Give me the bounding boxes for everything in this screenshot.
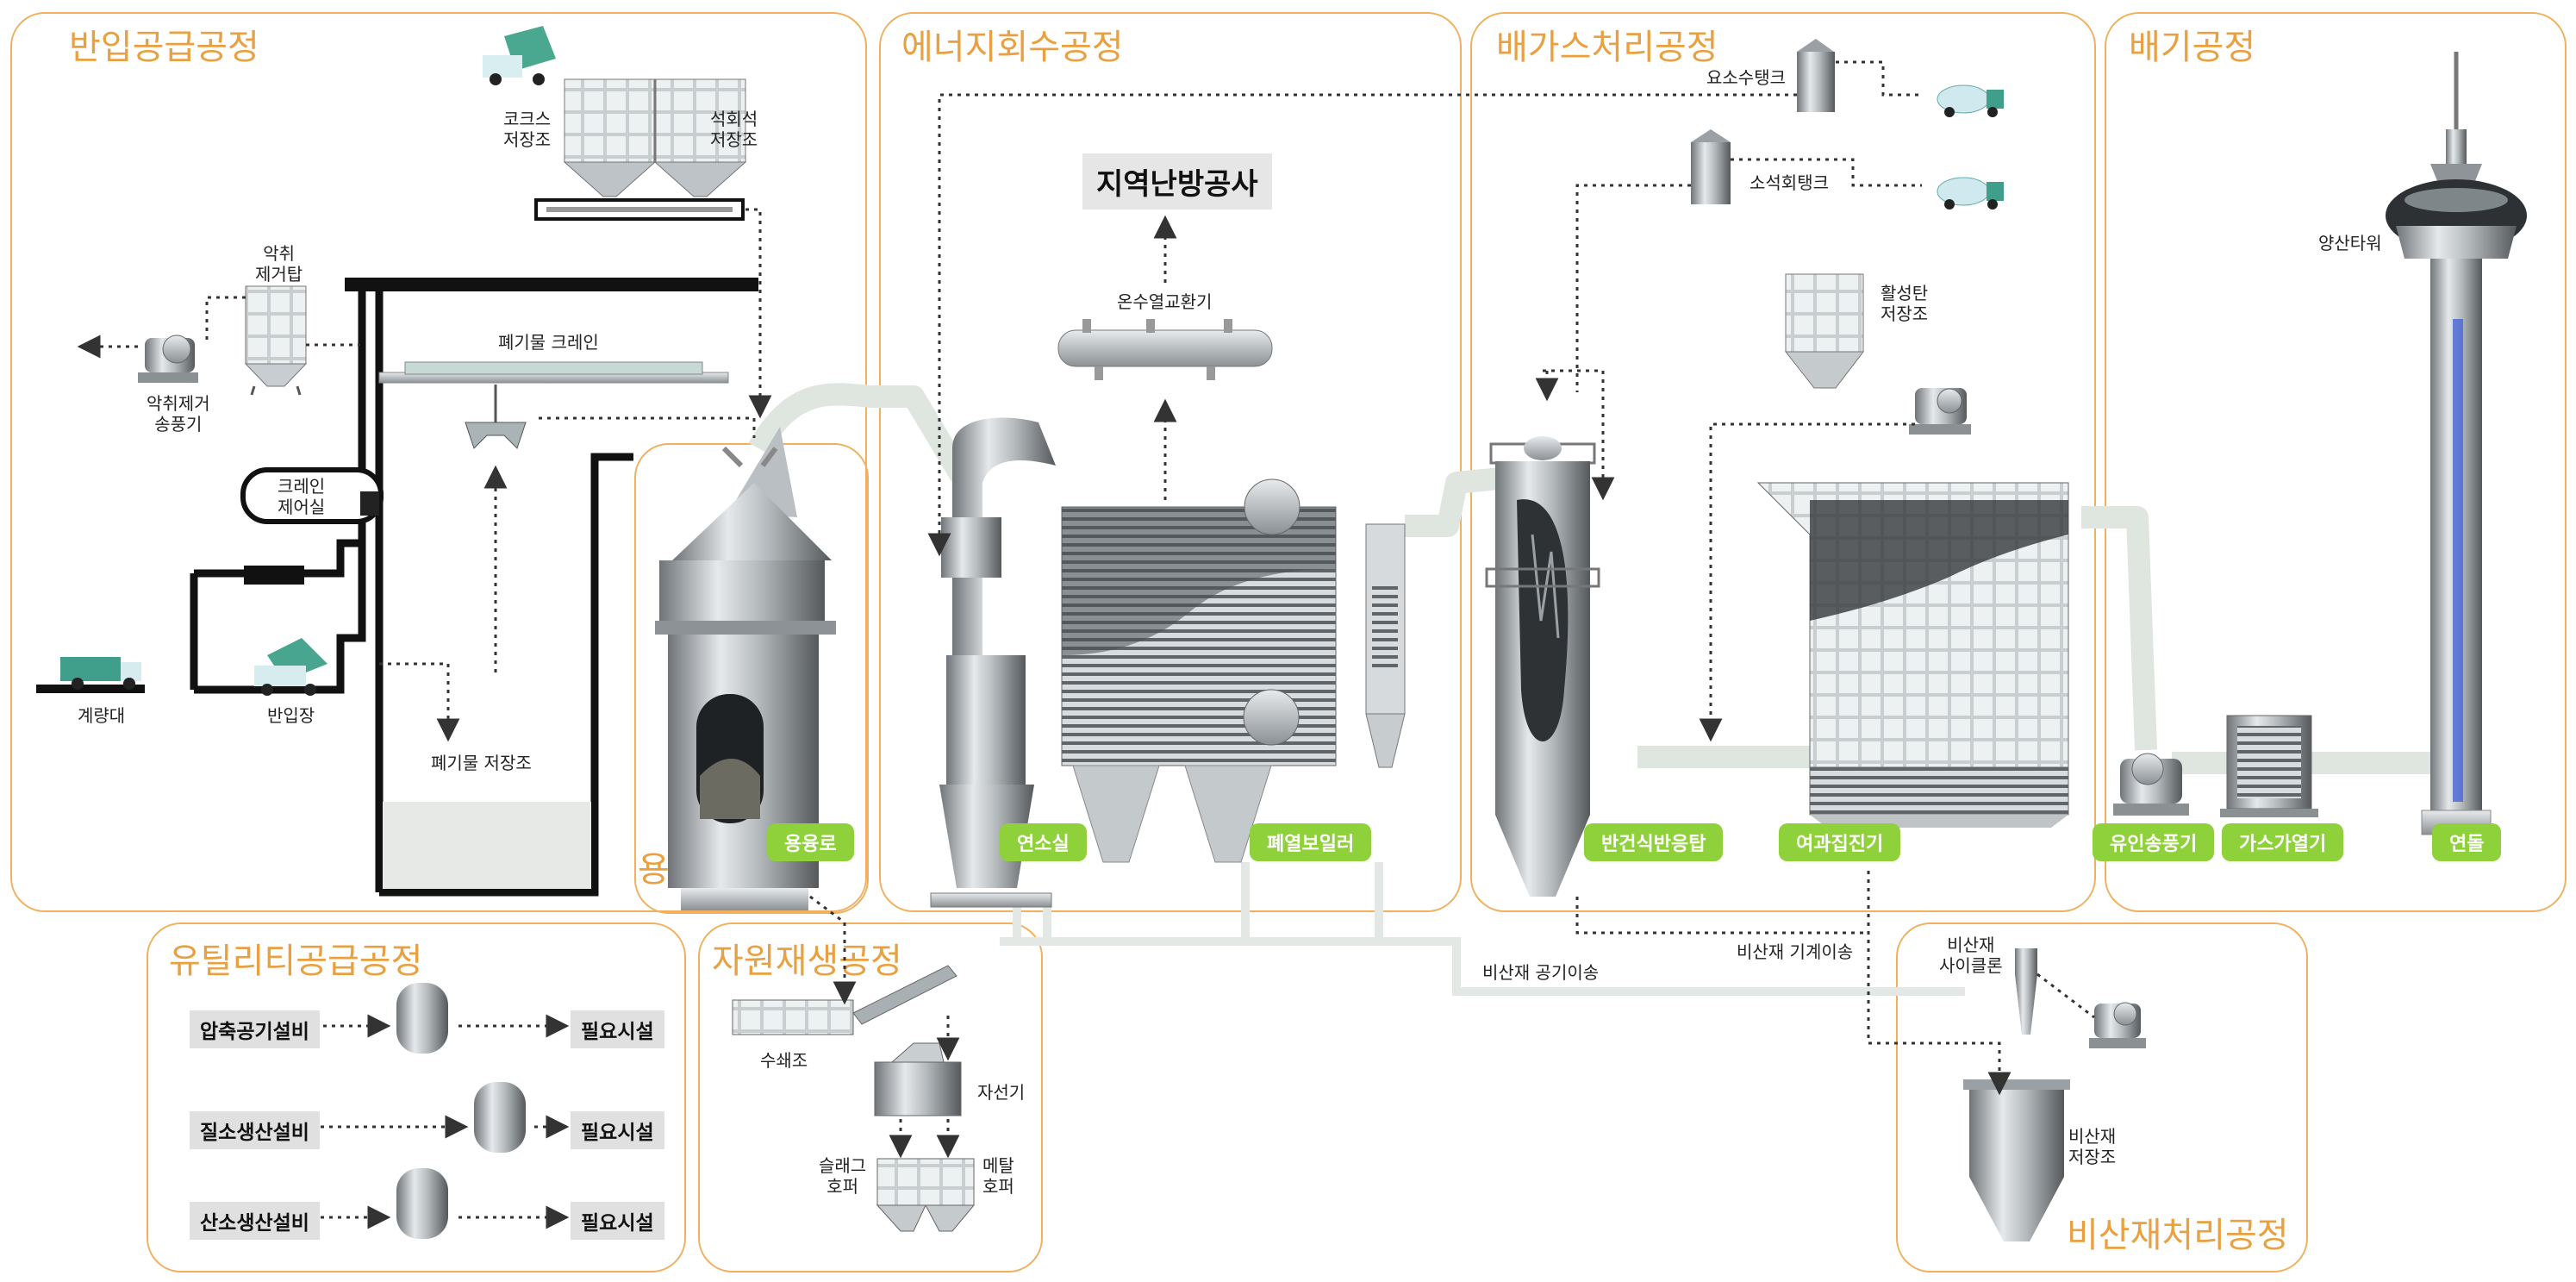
utility-source-air: 압축공기설비 <box>190 1010 320 1048</box>
deodorizer-blower <box>138 335 198 383</box>
utility-tank-oxygen <box>396 1168 448 1239</box>
region-exhaust <box>2105 12 2567 912</box>
pill-waste-heat-boiler: 폐열보일러 <box>1250 823 1372 861</box>
utility-source-oxygen: 산소생산설비 <box>190 1202 320 1240</box>
utility-header-pipe <box>1000 862 1965 996</box>
pill-stack: 연돌 <box>2432 823 2502 861</box>
pill-semi-dry-reactor: 반건식반응탑 <box>1584 823 1724 861</box>
carbon-feeder-blower <box>1909 388 1971 435</box>
gas-heater <box>2220 715 2318 817</box>
fly-ash-cyclone-label: 비산재 사이클론 <box>1939 935 2003 976</box>
region-title-energy-recovery: 에너지회수공정 <box>901 28 1124 67</box>
district-heating-box: 지역난방공사 <box>1082 153 1272 209</box>
garbage-truck <box>60 657 141 690</box>
region-utility <box>147 922 686 1273</box>
waste-pit-label: 폐기물 저장조 <box>431 753 532 773</box>
receiving-label: 반입장 <box>267 705 315 726</box>
fly-ash-blower <box>2089 1002 2146 1048</box>
fly-ash-mech-label: 비산재 기계이송 <box>1737 941 1854 962</box>
metal-hopper-label: 메탈 호퍼 <box>982 1155 1014 1197</box>
utility-tank-nitrogen <box>474 1082 526 1153</box>
crane-control-room <box>240 467 384 524</box>
pill-induced-fan: 유인송풍기 <box>2093 823 2215 861</box>
waste-heat-boiler <box>1061 478 1406 863</box>
utility-source-nitrogen: 질소생산설비 <box>190 1111 320 1149</box>
induced-draft-fan <box>2113 753 2189 816</box>
weighbridge-label: 계량대 <box>78 705 126 726</box>
semi-dry-reactor <box>1485 436 1600 897</box>
fly-ash-silo <box>1963 1079 2070 1241</box>
tanker-truck-urea <box>1937 84 2004 117</box>
crane-girder <box>404 361 703 375</box>
fly-ash-cyclone <box>2015 948 2037 1035</box>
activated-carbon-silo <box>1784 273 1865 389</box>
limestone-storage-label: 석회석 저장조 <box>710 109 758 150</box>
bag-filter <box>1756 482 2069 828</box>
hot-water-heat-exchanger <box>1057 319 1273 380</box>
dock-door <box>244 566 304 585</box>
pill-combustion-chamber: 연소실 <box>1000 823 1087 861</box>
yangsan-tower-label: 양산타워 <box>2318 233 2382 253</box>
water-trough-label: 수쇄조 <box>760 1050 808 1071</box>
pill-bag-filter: 여과집진기 <box>1779 823 1901 861</box>
crane-grab <box>465 385 527 449</box>
tanker-truck-lime <box>1937 177 2004 209</box>
water-trough-conveyor <box>732 965 957 1035</box>
region-fly-ash <box>1896 922 2308 1273</box>
magnetic-separator <box>874 1042 962 1116</box>
deodorizer-tower <box>244 285 308 396</box>
coke-limestone-silos <box>534 78 747 221</box>
region-title-utility: 유틸리티공급공정 <box>169 941 423 981</box>
waste-pit-fill <box>383 802 591 889</box>
region-title-input-supply: 반입공급공정 <box>69 28 259 67</box>
dump-truck-coke <box>483 26 556 85</box>
slaked-lime-tank <box>1691 129 1731 204</box>
region-input-supply <box>10 12 867 912</box>
deodorizer-tower-label: 악취 제거탑 <box>255 243 303 285</box>
hot-water-hx-label: 온수열교환기 <box>1117 291 1213 312</box>
region-energy-recovery <box>879 12 1462 912</box>
utility-tank-air <box>396 983 448 1054</box>
region-title-resource-recycling: 자원재생공정 <box>712 941 902 981</box>
flow-arrows <box>77 60 2095 1229</box>
urea-tank <box>1797 39 1835 112</box>
region-title-flue-gas: 배가스처리공정 <box>1496 28 1718 67</box>
urea-tank-label: 요소수탱크 <box>1706 67 1786 88</box>
crane-control-label: 크레인 제어실 <box>278 476 326 517</box>
utility-target-air: 필요시설 <box>571 1010 664 1048</box>
slaked-lime-tank-label: 소석회탱크 <box>1750 172 1829 193</box>
fly-ash-storage-label: 비산재 저장조 <box>2068 1126 2117 1167</box>
dump-truck-receiving <box>254 638 327 696</box>
fly-ash-pneu-label: 비산재 공기이송 <box>1482 962 1600 983</box>
activated-carbon-label: 활성탄 저장조 <box>1881 283 1929 324</box>
waste-crane-label: 폐기물 크레인 <box>498 332 599 353</box>
utility-target-nitrogen: 필요시설 <box>571 1111 664 1149</box>
region-resource-recycling <box>698 922 1043 1273</box>
region-title-exhaust: 배기공정 <box>2129 28 2256 67</box>
region-flue-gas <box>1470 12 2096 912</box>
pill-melting-furnace: 용융로 <box>767 823 854 861</box>
yangsan-tower <box>2386 52 2527 835</box>
coke-storage-label: 코크스 저장조 <box>503 109 552 150</box>
slag-hopper-label: 슬래그 호퍼 <box>819 1155 867 1197</box>
weighbridge-platform <box>36 685 145 693</box>
combustion-chamber <box>930 417 1056 908</box>
melting-furnace <box>655 427 836 910</box>
region-title-fly-ash: 비산재처리공정 <box>2067 1216 2289 1255</box>
deodorizer-blower-label: 악취제거 송풍기 <box>147 393 210 435</box>
pill-gas-heater: 가스가열기 <box>2222 823 2344 861</box>
magnetic-separator-label: 자선기 <box>977 1082 1026 1103</box>
slag-metal-hoppers <box>876 1158 976 1232</box>
utility-target-oxygen: 필요시설 <box>571 1202 664 1240</box>
